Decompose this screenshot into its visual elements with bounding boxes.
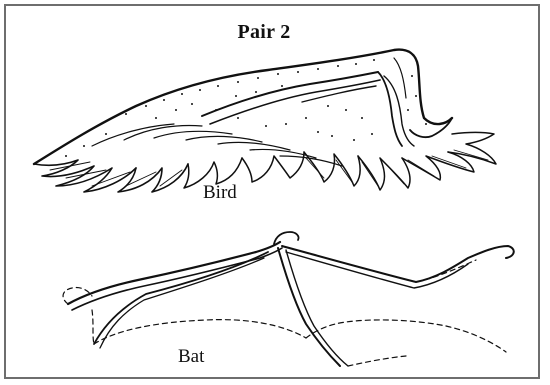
bat-label: Bat [178,346,204,368]
bat-wing-illustration [6,6,540,379]
figure-frame: Pair 2 [4,4,540,379]
bird-label: Bird [203,182,237,204]
